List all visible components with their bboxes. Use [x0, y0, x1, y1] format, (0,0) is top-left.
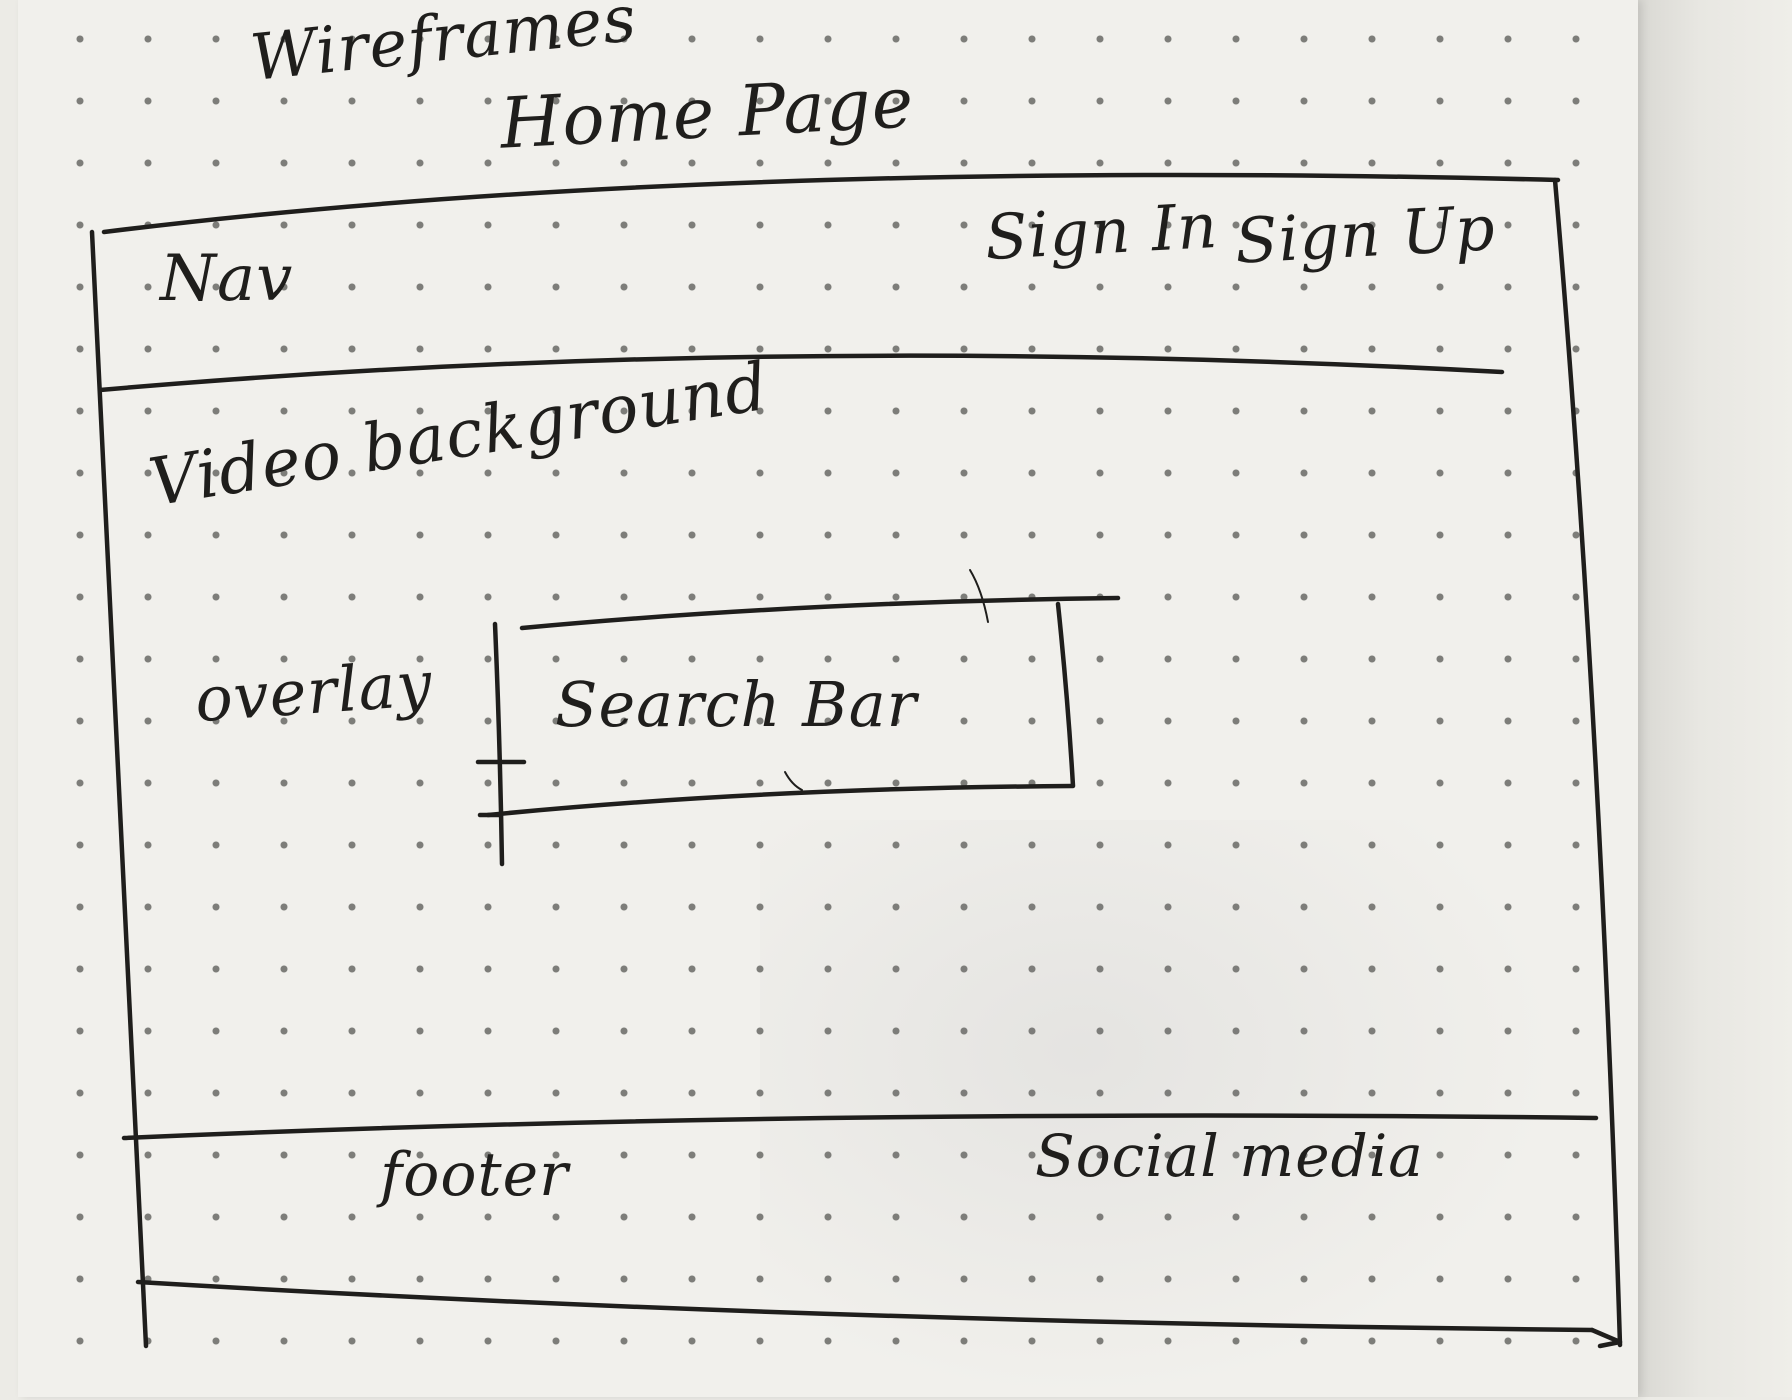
sign-up-label: Sign Up	[1233, 191, 1498, 278]
sign-in-label: Sign In	[983, 188, 1220, 275]
search-box-right	[1055, 601, 1076, 789]
stray-stroke-2	[784, 771, 803, 791]
frame-bottom-line	[135, 1279, 1595, 1333]
footer-label: footer	[380, 1140, 569, 1210]
search-box-top	[519, 595, 1121, 631]
nav-label: Nav	[160, 242, 294, 316]
footer-divider-line	[121, 1113, 1599, 1141]
stray-stroke	[969, 569, 989, 623]
nav-divider-line	[97, 353, 1505, 393]
search-box-left	[492, 621, 505, 867]
table-surface	[1638, 0, 1792, 1397]
social-media-label: Social media	[1035, 1122, 1424, 1190]
search-bar-label: Search Bar	[555, 668, 918, 741]
frame-top-line	[101, 172, 1561, 235]
frame-right-line	[1552, 177, 1623, 1348]
frame-left-line	[89, 229, 149, 1349]
dot-grid-paper	[18, 0, 1638, 1397]
search-box-bottom	[485, 783, 1075, 818]
frame-bottom-tail	[1589, 1327, 1623, 1349]
camera-shadow	[760, 820, 1560, 1400]
